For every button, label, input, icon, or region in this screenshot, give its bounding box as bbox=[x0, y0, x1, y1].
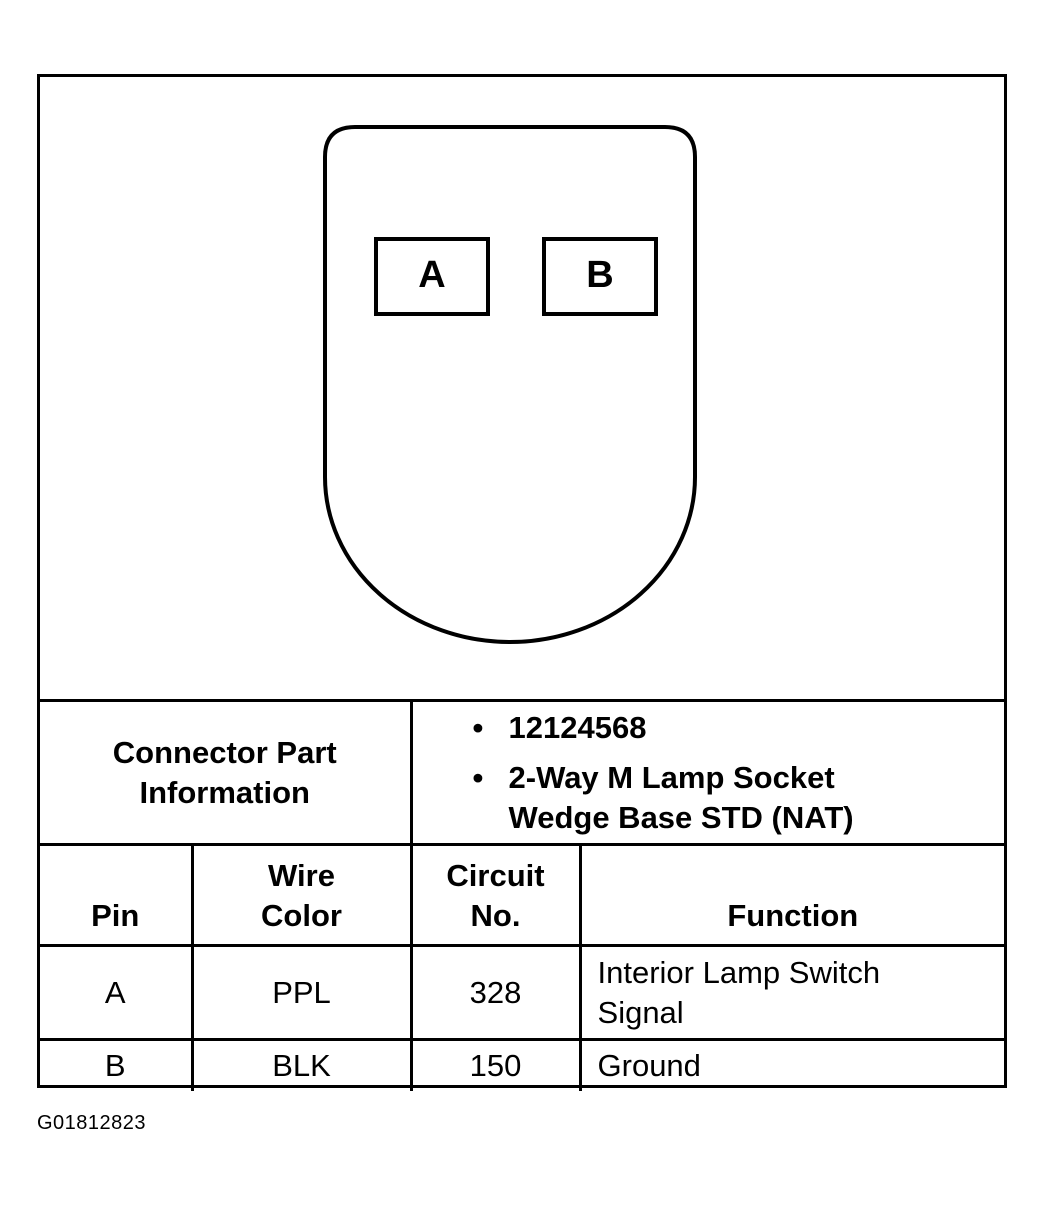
header-function: Function bbox=[578, 843, 1005, 947]
pin-cell: B bbox=[40, 1038, 194, 1091]
table-header-row: Pin Wire Color Circuit No. Function bbox=[40, 843, 1005, 947]
cavity-b-label: B bbox=[586, 254, 614, 296]
circuit-cell: 328 bbox=[409, 944, 582, 1041]
function-line1: Interior Lamp Switch bbox=[597, 954, 881, 990]
part-info-label-line2: Information bbox=[139, 774, 311, 810]
circuit-cell: 150 bbox=[409, 1038, 582, 1091]
header-pin: Pin bbox=[40, 843, 194, 947]
cavity-a-box bbox=[374, 237, 490, 316]
part-description-line1: 2-Way M Lamp Socket bbox=[508, 760, 835, 795]
part-info-label-line1: Connector Part bbox=[112, 734, 337, 770]
part-info-label-cell: Connector Part Information bbox=[40, 699, 413, 846]
header-wire-color-line2: Color bbox=[261, 898, 342, 933]
part-description-line2: Wedge Base STD (NAT) bbox=[508, 800, 854, 835]
header-pin-text: Pin bbox=[91, 898, 140, 933]
connector-body-shape bbox=[323, 125, 697, 644]
header-circuit-line1: Circuit bbox=[446, 858, 545, 893]
part-info-list: • 12124568 • 2-Way M Lamp Socket Wedge B… bbox=[413, 702, 1005, 838]
function-cell: Interior Lamp Switch Signal bbox=[578, 944, 1005, 1041]
function-cell: Ground bbox=[578, 1038, 1005, 1091]
part-info-row: Connector Part Information • 12124568 • … bbox=[40, 699, 1005, 846]
part-description-item: • 2-Way M Lamp Socket Wedge Base STD (NA… bbox=[473, 758, 1005, 838]
pin-cell: A bbox=[40, 944, 194, 1041]
connector-info-table: Connector Part Information • 12124568 • … bbox=[40, 699, 1005, 1091]
cavity-b-box bbox=[542, 237, 658, 316]
connector-outline bbox=[323, 125, 697, 644]
connector-face-view: A B bbox=[40, 77, 1004, 699]
function-line2: Signal bbox=[597, 994, 684, 1030]
part-number-item: • 12124568 bbox=[473, 708, 1005, 748]
wire-color-cell: BLK bbox=[190, 1038, 413, 1091]
part-number: 12124568 bbox=[508, 710, 647, 745]
cavity-a-label: A bbox=[418, 254, 446, 296]
header-circuit-line2: No. bbox=[470, 898, 521, 933]
table-row: A PPL 328 Interior Lamp Switch Signal bbox=[40, 944, 1005, 1041]
connector-table-area: Connector Part Information • 12124568 • … bbox=[40, 699, 1005, 1091]
header-function-text: Function bbox=[727, 898, 859, 933]
bullet-icon: • bbox=[472, 760, 484, 795]
figure-id: G01812823 bbox=[37, 1112, 147, 1134]
header-wire-color-line1: Wire bbox=[268, 858, 335, 893]
part-info-values-cell: • 12124568 • 2-Way M Lamp Socket Wedge B… bbox=[409, 699, 1005, 846]
diagram-frame: A B Connector Part Information bbox=[37, 74, 1007, 1091]
bullet-icon: • bbox=[472, 710, 484, 745]
table-row: B BLK 150 Ground bbox=[40, 1038, 1005, 1091]
header-circuit: Circuit No. bbox=[409, 843, 582, 947]
wire-color-cell: PPL bbox=[190, 944, 413, 1041]
header-wire-color: Wire Color bbox=[190, 843, 413, 947]
part-info-label: Connector Part Information bbox=[40, 733, 410, 813]
